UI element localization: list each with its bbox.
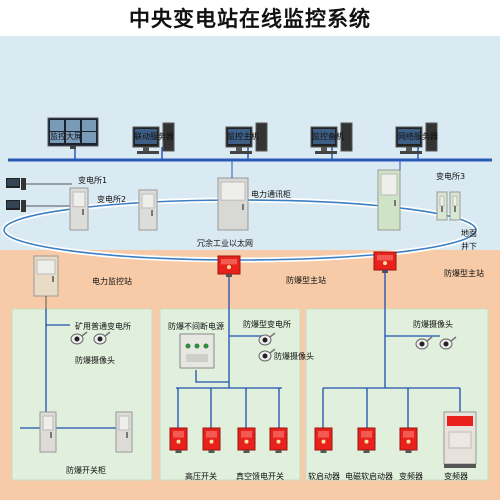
hv-switch-label: 高压开关 <box>185 472 217 481</box>
surface-label: 地面 <box>461 229 477 238</box>
vacuum-switch-icon-2 <box>269 427 288 453</box>
inverter-2-label: 变频器 <box>444 472 468 481</box>
ups-label: 防爆不间断电源 <box>168 322 224 331</box>
wire-ups <box>195 370 229 383</box>
substation-3-label: 变电所3 <box>436 172 466 181</box>
switch-cabinet-icon-2 <box>115 411 133 453</box>
main-station-2-icon <box>373 251 397 273</box>
inverter-1-label: 变频器 <box>399 472 423 481</box>
monitor-backup-label: 监控备机 <box>312 132 344 141</box>
monitor-host-icon <box>225 122 268 154</box>
camera-icon-4 <box>258 348 276 362</box>
switch-cabinet-icon-1 <box>39 411 57 453</box>
pc-icon-2 <box>6 200 26 212</box>
substation-3-cabinet <box>377 169 401 231</box>
substation-1-cabinet <box>69 187 89 231</box>
underground-label: 井下 <box>461 242 477 251</box>
mining-substation-label: 矿用普通变电所 <box>75 322 131 331</box>
video-wall-label: 监控大屏 <box>50 132 82 141</box>
camera-icon-2 <box>93 331 111 345</box>
main-station-1-label: 防爆型主站 <box>286 276 326 285</box>
pc-icon-1 <box>6 178 26 190</box>
substation-3-unit-1 <box>436 191 448 221</box>
network-server-label: 网络服务器 <box>398 132 438 141</box>
switch-cabinet-label: 防爆开关柜 <box>66 466 106 475</box>
camera-icon-1 <box>70 331 88 345</box>
ups-icon <box>179 333 215 369</box>
substation-1-label: 变电所1 <box>78 176 108 185</box>
em-soft-starter-label: 电磁软启动器 <box>345 472 393 481</box>
main-station-2-label: 防爆型主站 <box>444 269 484 278</box>
substation-3-unit-2 <box>449 191 461 221</box>
camera-2-label: 防爆摄像头 <box>274 352 314 361</box>
inverter-icon-1 <box>399 427 418 453</box>
soft-starter-label: 软启动器 <box>308 472 340 481</box>
video-wall-icon <box>47 117 99 149</box>
camera-icon-5 <box>415 336 433 350</box>
main-station-1-icon <box>217 255 241 277</box>
camera-icon-3 <box>258 332 276 346</box>
camera-3-label: 防爆摄像头 <box>413 320 453 329</box>
hv-switch-icon-2 <box>202 427 221 453</box>
ex-substation-label: 防爆型变电所 <box>243 320 291 329</box>
comm-cabinet-icon <box>217 177 249 231</box>
camera-1-label: 防爆摄像头 <box>75 356 115 365</box>
linkage-server-icon <box>132 122 175 154</box>
substation-2-cabinet <box>138 189 158 231</box>
power-station-cabinet <box>33 255 59 297</box>
substation-2-label: 变电所2 <box>97 195 127 204</box>
network-server-icon <box>395 122 438 154</box>
vacuum-switch-label: 真空馈电开关 <box>236 472 284 481</box>
panel-left <box>11 308 153 481</box>
inverter-icon-2 <box>443 411 477 468</box>
em-soft-starter-icon <box>357 427 376 453</box>
title-band <box>0 0 500 36</box>
comm-cabinet-label: 电力通讯柜 <box>251 190 291 199</box>
power-station-label: 电力监控站 <box>92 277 132 286</box>
monitor-host-label: 监控主机 <box>227 132 259 141</box>
vacuum-switch-icon-1 <box>237 427 256 453</box>
soft-starter-icon <box>314 427 333 453</box>
page-title: 中央变电站在线监控系统 <box>129 7 371 31</box>
hv-switch-icon-1 <box>169 427 188 453</box>
linkage-server-label: 联动服务器 <box>134 132 174 141</box>
camera-icon-6 <box>439 336 457 350</box>
monitor-backup-icon <box>310 122 353 154</box>
ring-network-label: 冗余工业以太网 <box>197 239 253 248</box>
